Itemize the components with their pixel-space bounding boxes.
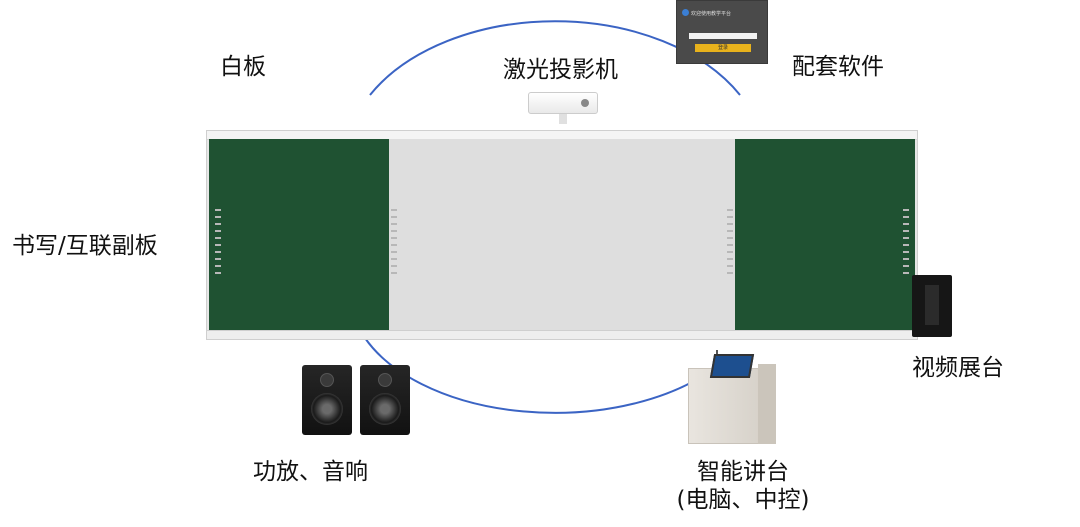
software-window-title: 欢迎使用教学平台 <box>691 11 732 17</box>
left-green-board <box>209 139 389 331</box>
label-whiteboard: 白板 <box>220 54 266 80</box>
projector-lens <box>581 99 589 107</box>
label-software: 配套软件 <box>792 54 884 80</box>
software-window-image: 欢迎使用教学平台 登录 <box>676 0 768 64</box>
label-lectern: 智能讲台 (电脑、中控) <box>668 458 818 514</box>
center-right-markers <box>727 209 733 279</box>
lectern-side <box>758 364 776 444</box>
board-bottom-rail <box>207 330 917 339</box>
label-visualizer: 视频展台 <box>912 355 1004 381</box>
center-whiteboard-panel <box>389 139 735 331</box>
label-projector: 激光投影机 <box>503 57 618 83</box>
label-lectern-line2: (电脑、中控) <box>676 487 810 513</box>
speaker-left-tweeter <box>320 373 334 387</box>
speaker-right-woofer <box>369 393 401 425</box>
lectern-screen <box>709 354 755 378</box>
label-lectern-line1: 智能讲台 <box>697 459 789 485</box>
speaker-right-tweeter <box>378 373 392 387</box>
lectern-body <box>688 368 764 444</box>
speaker-left-woofer <box>311 393 343 425</box>
app-logo-icon <box>682 9 689 16</box>
ring-bottom-arc <box>364 337 713 414</box>
left-board-markers <box>215 209 221 279</box>
right-board-markers <box>903 209 909 279</box>
document-camera-image <box>912 275 952 337</box>
label-writing-board: 书写/互联副板 <box>12 233 158 259</box>
speaker-left-image <box>302 365 352 435</box>
speaker-right-image <box>360 365 410 435</box>
label-audio: 功放、音响 <box>253 459 368 485</box>
right-green-board <box>735 139 915 331</box>
smart-board-image <box>206 130 918 340</box>
projector-mount <box>559 114 567 124</box>
software-login-button: 登录 <box>695 44 751 52</box>
software-login-field <box>689 33 757 39</box>
projector-image <box>528 92 598 124</box>
smart-lectern-image <box>688 350 776 446</box>
document-camera-arm <box>925 285 939 325</box>
center-left-markers <box>391 209 397 279</box>
